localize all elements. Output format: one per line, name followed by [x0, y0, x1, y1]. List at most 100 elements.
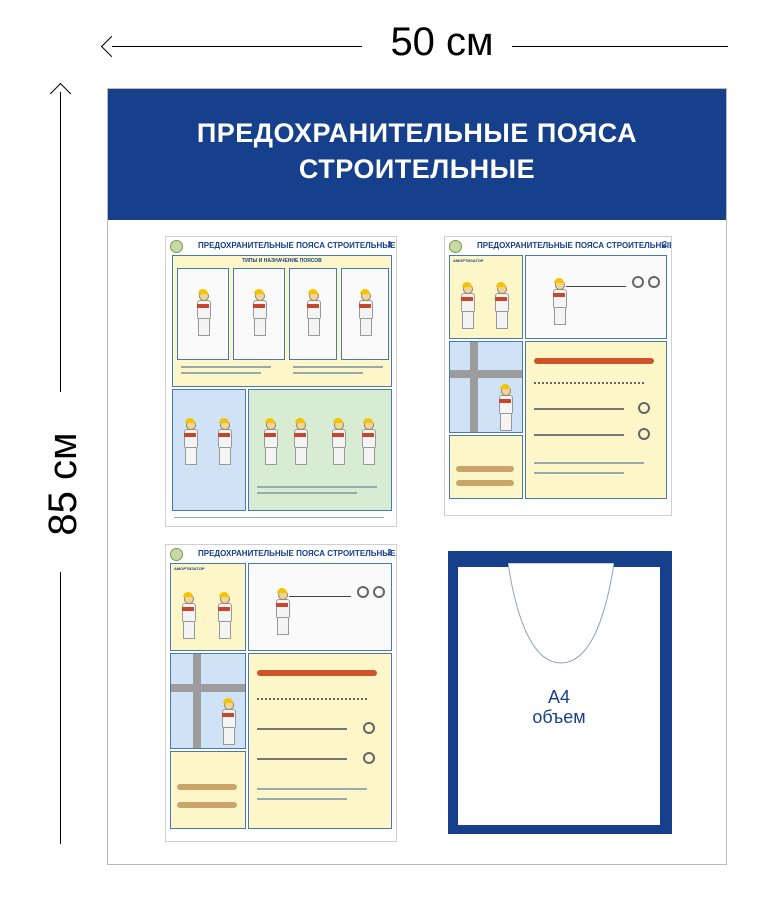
- poster-title: ПРЕДОХРАНИТЕЛЬНЫЕ ПОЯСА СТРОИТЕЛЬНЫЕ: [198, 549, 396, 558]
- width-label: 50 см: [390, 20, 494, 64]
- poster-header: ПРЕДОХРАНИТЕЛЬНЫЕ ПОЯСА СТРОИТЕЛЬНЫЕ 2: [170, 548, 396, 562]
- dimension-line: [112, 46, 362, 47]
- worker-figure: [217, 418, 232, 465]
- lanyard-illustration: [534, 358, 654, 364]
- panel-device: [170, 751, 246, 829]
- figure-panel: [341, 268, 389, 360]
- panel-shock-absorber: АМОРТИЗАТОР: [170, 563, 246, 651]
- worker-figure: [263, 418, 278, 465]
- panel-elements: [248, 653, 392, 829]
- rope-illustration: [534, 408, 624, 410]
- height-label: 85 см: [41, 432, 85, 536]
- steel-beam: [171, 684, 245, 692]
- a4-pocket: А4 объем: [448, 551, 672, 834]
- carabiner-icon: [357, 586, 369, 598]
- poster-header: ПРЕДОХРАНИТЕЛЬНЫЕ ПОЯСА СТРОИТЕЛЬНЫЕ 1: [170, 240, 396, 254]
- section-title: АМОРТИЗАТОР: [174, 566, 205, 571]
- dimension-line: [60, 92, 61, 392]
- lanyard-illustration: [177, 802, 237, 808]
- text-line: [181, 366, 271, 368]
- worker-figure: [217, 592, 232, 639]
- steel-beam: [450, 370, 522, 378]
- dimension-line: [512, 46, 728, 47]
- figure-panel: [289, 268, 337, 360]
- text-line: [174, 517, 384, 518]
- poster-number: 2: [387, 548, 392, 557]
- panel-types: ТИПЫ И НАЗНАЧЕНИЕ ПОЯСОВ: [172, 255, 392, 387]
- panel-shock-absorber: АМОРТИЗАТОР: [449, 255, 523, 339]
- lanyard-illustration: [177, 784, 237, 790]
- height-dimension: 85 см: [34, 82, 94, 866]
- logo-icon: [170, 240, 183, 253]
- text-line: [534, 472, 624, 474]
- worker-figure: [331, 418, 346, 465]
- text-line: [257, 492, 357, 494]
- panel-figures: [172, 389, 246, 511]
- section-title: ТИПЫ И НАЗНАЧЕНИЕ ПОЯСОВ: [242, 258, 322, 264]
- rope-line: [289, 596, 351, 597]
- info-stand: ПРЕДОХРАНИТЕЛЬНЫЕ ПОЯСА СТРОИТЕЛЬНЫЕ ПРЕ…: [107, 88, 727, 865]
- stand-header: ПРЕДОХРАНИТЕЛЬНЫЕ ПОЯСА СТРОИТЕЛЬНЫЕ: [108, 89, 726, 220]
- panel-rope: [525, 255, 667, 339]
- poster-title: ПРЕДОХРАНИТЕЛЬНЫЕ ПОЯСА СТРОИТЕЛЬНЫЕ: [477, 241, 672, 250]
- section-title: АМОРТИЗАТОР: [453, 258, 484, 263]
- lanyard-illustration: [456, 466, 514, 472]
- worker-figure: [183, 418, 198, 465]
- rope-illustration: [257, 728, 347, 730]
- worker-figure: [293, 418, 308, 465]
- panel-elements: [525, 341, 667, 499]
- worker-figure: [275, 588, 290, 635]
- poster-title: ПРЕДОХРАНИТЕЛЬНЫЕ ПОЯСА СТРОИТЕЛЬНЫЕ: [198, 241, 396, 250]
- text-line: [293, 366, 383, 368]
- poster-1: ПРЕДОХРАНИТЕЛЬНЫЕ ПОЯСА СТРОИТЕЛЬНЫЕ 1 Т…: [165, 236, 397, 527]
- poster-header: ПРЕДОХРАНИТЕЛЬНЫЕ ПОЯСА СТРОИТЕЛЬНЫЕ 2: [449, 240, 671, 254]
- worker-figure: [252, 289, 267, 336]
- logo-icon: [449, 240, 462, 253]
- carabiner-icon: [648, 276, 660, 288]
- stand-title: ПРЕДОХРАНИТЕЛЬНЫЕ ПОЯСА СТРОИТЕЛЬНЫЕ: [108, 115, 726, 187]
- panel-device: [449, 435, 523, 499]
- ring-icon: [363, 752, 375, 764]
- worker-figure: [358, 289, 373, 336]
- worker-figure: [460, 282, 475, 329]
- carabiner-icon: [632, 276, 644, 288]
- chain-illustration: [257, 698, 367, 700]
- text-line: [257, 798, 347, 800]
- pocket-label: А4 объем: [458, 687, 660, 727]
- ring-icon: [363, 722, 375, 734]
- pocket-cutout: [508, 563, 614, 664]
- panel-fall: [170, 653, 246, 749]
- ring-icon: [638, 428, 650, 440]
- rope-line: [566, 286, 626, 287]
- rope-illustration: [257, 758, 347, 760]
- worker-figure: [361, 418, 376, 465]
- ring-icon: [638, 402, 650, 414]
- dimension-line: [60, 572, 61, 844]
- steel-column: [470, 342, 478, 432]
- worker-figure: [494, 282, 509, 329]
- panel-figures: [248, 389, 392, 511]
- text-line: [257, 788, 367, 790]
- worker-figure: [196, 289, 211, 336]
- pocket-inner: А4 объем: [458, 563, 660, 825]
- worker-figure: [498, 384, 513, 431]
- stand-title-line2: СТРОИТЕЛЬНЫЕ: [298, 154, 536, 184]
- logo-icon: [170, 548, 183, 561]
- poster-number: 1: [387, 240, 392, 249]
- text-line: [534, 462, 644, 464]
- panel-rope: [248, 563, 392, 651]
- lanyard-illustration: [456, 480, 514, 486]
- figure-panel: [233, 268, 285, 360]
- text-line: [181, 372, 261, 374]
- worker-figure: [552, 278, 567, 325]
- pocket-label-size: А4: [547, 687, 571, 707]
- poster-number: 2: [662, 240, 667, 249]
- worker-figure: [181, 592, 196, 639]
- width-dimension: 50 см: [100, 20, 728, 72]
- text-line: [257, 486, 377, 488]
- chain-illustration: [534, 382, 644, 384]
- carabiner-icon: [373, 586, 385, 598]
- poster-2: ПРЕДОХРАНИТЕЛЬНЫЕ ПОЯСА СТРОИТЕЛЬНЫЕ 2 А…: [444, 236, 672, 516]
- text-line: [293, 372, 363, 374]
- figure-panel: [177, 268, 229, 360]
